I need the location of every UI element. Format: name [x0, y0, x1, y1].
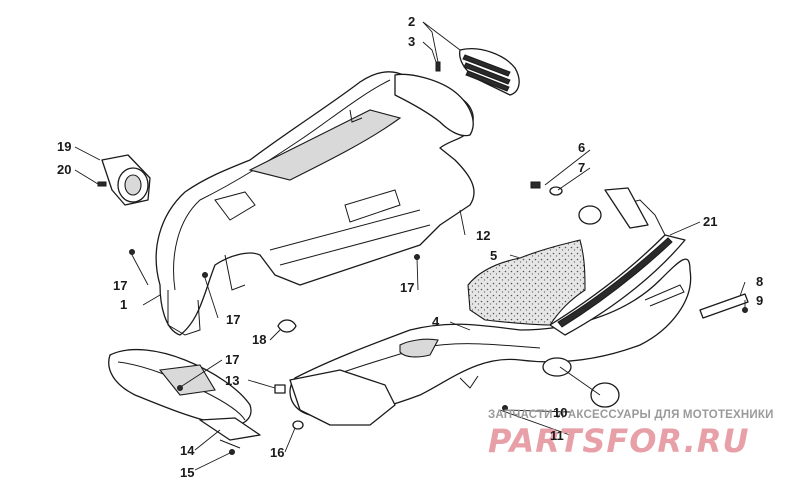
callout-labels: 2 3 19 20 6 7 21 12 5 8 9 17 1 17 17 4 1…: [57, 14, 763, 480]
watermark-brand: PARTSFOR.RU: [488, 422, 749, 460]
callout-9: 9: [756, 293, 763, 308]
upper-belly-pan: [155, 71, 475, 336]
plug-fastener: [530, 181, 602, 225]
watermark-tagline: ЗАПЧАСТИ И АКСЕССУАРЫ ДЛЯ МОТОТЕХНИКИ: [488, 409, 774, 421]
vent-grille: [459, 48, 520, 96]
callout-10: 10: [553, 405, 567, 420]
watermark: ЗАПЧАСТИ И АКСЕССУАРЫ ДЛЯ МОТОТЕХНИКИ PA…: [488, 409, 774, 460]
callout-17-bottom: 17: [225, 352, 239, 367]
callout-1: 1: [120, 297, 127, 312]
callout-19: 19: [57, 139, 71, 154]
foam-insulation: [467, 239, 586, 326]
callout-16: 16: [270, 445, 284, 460]
decal-strip: [699, 293, 749, 319]
side-trim-strip: [549, 187, 686, 336]
callout-17-left: 17: [113, 278, 127, 293]
callout-17-right: 17: [400, 280, 414, 295]
callout-12: 12: [476, 228, 490, 243]
callout-17-center: 17: [226, 312, 240, 327]
callout-3: 3: [408, 34, 415, 49]
small-fasteners: [129, 249, 508, 455]
callout-8: 8: [756, 274, 763, 289]
callout-15: 15: [180, 465, 194, 480]
callout-6: 6: [578, 140, 585, 155]
screw-3: [435, 61, 441, 72]
grommet-boot: [97, 154, 151, 206]
callout-18: 18: [252, 332, 266, 347]
callout-5: 5: [490, 248, 497, 263]
front-scuff-plate: [289, 369, 620, 426]
callout-4: 4: [432, 314, 440, 329]
callout-2: 2: [408, 14, 415, 29]
callout-21: 21: [703, 214, 717, 229]
leader-lines: [74, 21, 746, 471]
callout-13: 13: [225, 373, 239, 388]
callout-11: 11: [550, 428, 564, 443]
callout-7: 7: [578, 160, 585, 175]
callout-20: 20: [57, 162, 71, 177]
callout-14: 14: [180, 443, 195, 458]
